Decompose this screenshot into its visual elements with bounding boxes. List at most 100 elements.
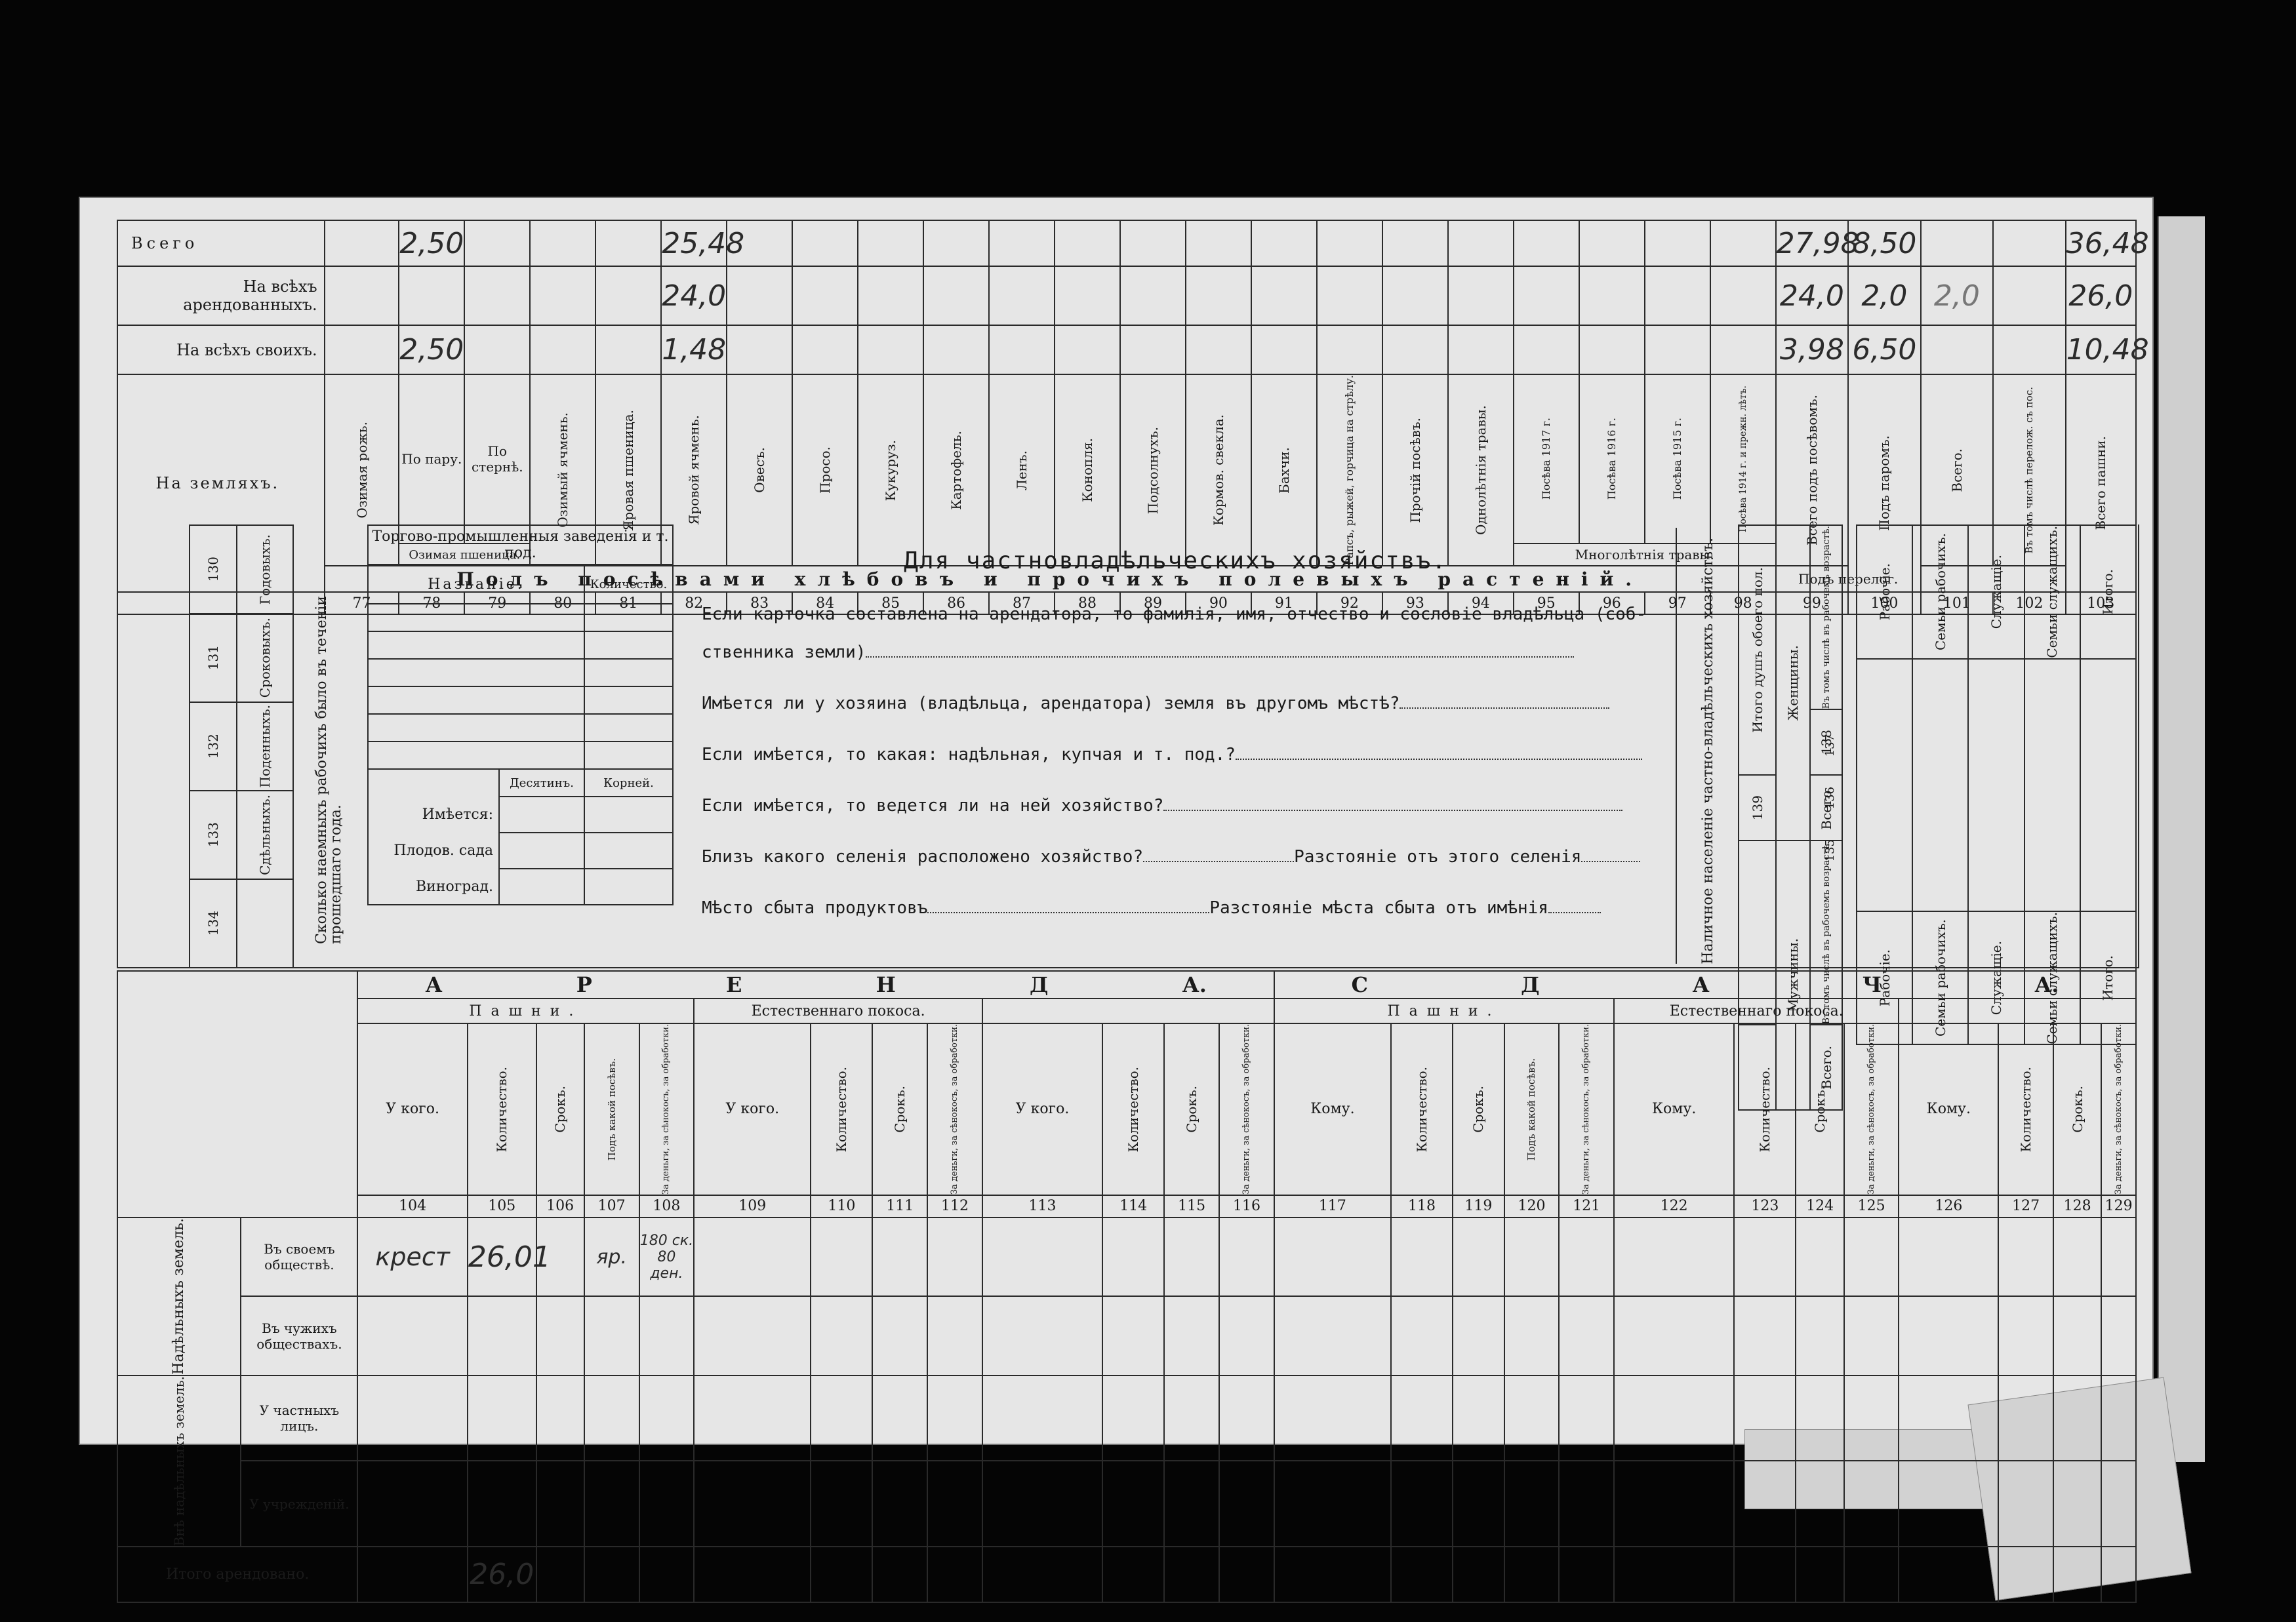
- row-private-persons: У частныхъ лицъ.: [240, 1374, 359, 1462]
- crop-area-table: Всего 2,50 25,48 27,98 8,50 36,48 На всѣ…: [117, 220, 2149, 616]
- pop-num-136: 136: [1823, 787, 1837, 810]
- desyatin-header: Десятинъ.: [498, 768, 585, 797]
- cell-103-rented: 26,0: [2064, 266, 2137, 326]
- column-number: 96: [1578, 591, 1645, 616]
- hired-types-table: 130 Годовыхъ. 131 Сроковыхъ. 132 Поденны…: [189, 524, 294, 968]
- col-qty-114: Количество.: [1125, 1066, 1142, 1153]
- header-winter-rye: Озимая рожь.: [353, 422, 370, 519]
- col-term-119: Срокъ.: [1470, 1086, 1487, 1133]
- trade-establishments-table: Торгово-промышленныя заведенiя и т. под.…: [367, 524, 674, 905]
- col-crop-107: Подъ какой посѣвъ.: [605, 1058, 618, 1161]
- row-label-own: На всѣхъ своихъ.: [117, 325, 325, 375]
- hired-label-annual: Годовыхъ.: [257, 534, 273, 605]
- cell-78-total: 2,50: [398, 220, 466, 267]
- hired-label-term: Сроковыхъ.: [257, 618, 273, 698]
- header-fallow: По пару.: [398, 373, 466, 545]
- col-qty-118: Количество.: [1413, 1066, 1430, 1153]
- col-pay-125: За деньги, за сѣнокосъ, за обработки.: [1866, 1024, 1876, 1195]
- lease-column-number: 112: [927, 1194, 983, 1218]
- col-qty-123: Количество.: [1757, 1066, 1773, 1153]
- arenda-pokos: Естественнаго покоса.: [693, 998, 983, 1024]
- header-spring-barley: Яровой ячмень.: [686, 415, 702, 526]
- pop-total-label: Итого душъ обоего пол.: [1749, 567, 1765, 733]
- staff-top-workers: Рабочiе.: [1876, 563, 1893, 621]
- cell-78-own: 2,50: [398, 325, 466, 375]
- lease-column-number: 104: [357, 1194, 468, 1218]
- cell-99-rented: 24,0: [1775, 266, 1849, 326]
- lease-column-number: 109: [693, 1194, 812, 1218]
- col-pay-108: За деньги, за сѣнокосъ, за обработки.: [661, 1024, 672, 1195]
- lease-column-number: 124: [1795, 1194, 1845, 1218]
- column-number: 90: [1184, 591, 1252, 616]
- col-komu-1: Кому.: [1273, 1023, 1392, 1196]
- lease-column-number: 117: [1273, 1194, 1392, 1218]
- cell-82-own: 1,48: [660, 325, 728, 375]
- col-pay-112: За деньги, за сѣнокосъ, за обработки.: [950, 1024, 960, 1195]
- hired-label-daily: Поденныхъ.: [257, 705, 273, 788]
- staff-top-employee-families: Семьи служащихъ.: [2044, 526, 2061, 658]
- lease-column-number: 118: [1390, 1194, 1454, 1218]
- trade-title: Торгово-промышленныя заведенiя и т. под.: [367, 524, 674, 565]
- lease-column-number: 111: [872, 1194, 929, 1218]
- lease-column-number: 106: [535, 1194, 585, 1218]
- lease-column-number: 121: [1558, 1194, 1615, 1218]
- hired-num-131: 131: [205, 645, 221, 671]
- cell-103-own: 10,48: [2064, 325, 2149, 375]
- hired-label-piece: Сдѣльныхъ.: [257, 795, 273, 875]
- col-komu-3: Кому.: [1898, 1023, 2000, 1196]
- header-perennial-grasses: Многолѣтнiя травы.: [1512, 543, 1777, 567]
- header-hemp: Конопля.: [1079, 438, 1095, 503]
- group-nadel: Надѣльныхъ земель.: [116, 1216, 242, 1376]
- column-number: 86: [923, 591, 990, 616]
- col-qty-127: Количество.: [2018, 1066, 2034, 1153]
- col-term-124: Срокъ.: [1812, 1086, 1828, 1133]
- col-komu-2: Кому.: [1613, 1023, 1735, 1196]
- group-vne-nadel: Внѣ надѣльныхъ земель.: [116, 1374, 242, 1548]
- row-label-total: Всего: [117, 220, 325, 267]
- cell-82-rented: 24,0: [660, 266, 728, 326]
- header-under-fallow: Подъ паромъ.: [1876, 435, 1893, 531]
- header-spring-wheat: Яровая пшеница.: [620, 409, 637, 531]
- staff-top-total: Итого.: [2100, 569, 2116, 615]
- question-other-land: Имѣется ли у хозяина (владѣльца, арендат…: [702, 678, 1676, 729]
- col-term-111: Срокъ.: [892, 1086, 908, 1133]
- orchard-label: Плодов. сада: [367, 833, 500, 869]
- header-winter-barley: Озимый ячмень.: [555, 412, 571, 528]
- lease-column-number: 105: [466, 1194, 537, 1218]
- col-pay-116: За деньги, за сѣнокосъ, за обработки.: [1241, 1024, 1251, 1195]
- column-number: 85: [857, 591, 925, 616]
- col-term-115: Срокъ.: [1184, 1086, 1200, 1133]
- col-pay-129: За деньги, за сѣнокосъ, за обработки.: [2113, 1024, 2124, 1195]
- cell-105-own: 26,01: [466, 1216, 551, 1297]
- lease-column-number: 122: [1613, 1194, 1735, 1218]
- header-fodder-beet: Кормов. свекла.: [1210, 414, 1226, 526]
- col-crop-120: Подъ какой посѣвъ.: [1525, 1058, 1538, 1161]
- column-number: 89: [1119, 591, 1186, 616]
- header-sown-1914: Посѣва 1914 г. и прежн. лѣтъ.: [1737, 386, 1748, 532]
- cell-104-own: крест: [357, 1216, 468, 1297]
- col-term-128: Срокъ.: [2069, 1086, 2085, 1133]
- pop-num-135: 135: [1823, 839, 1837, 862]
- staff-table: Рабочiе. Семьи рабочихъ. Служащiе. Семьи…: [1855, 524, 2137, 1046]
- header-oats: Овесъ.: [752, 447, 768, 494]
- lease-column-number: 110: [810, 1194, 874, 1218]
- vineyard-label: Виноград.: [367, 869, 500, 905]
- trade-name-header: Названiе.: [367, 564, 585, 604]
- sdacha-pokos: Естественнаго покоса.: [1613, 998, 1900, 1024]
- cell-99-own: 3,98: [1775, 325, 1849, 375]
- middle-section: [117, 524, 2139, 968]
- question-farming: Если имѣется, то ведется ли на ней хозяй…: [702, 780, 1676, 831]
- header-millet: Просо.: [817, 446, 834, 494]
- col-u-kogo-2: У кого.: [693, 1023, 812, 1196]
- column-number: 84: [792, 591, 859, 616]
- arenda-heading: А Р Е Н Д А.: [357, 970, 1275, 999]
- cell-108-own: 180 ск. 80 ден.: [638, 1216, 695, 1297]
- lease-column-number: 127: [1998, 1194, 2054, 1218]
- lease-column-number: 119: [1452, 1194, 1505, 1218]
- header-total-sown: Всего подъ посѣвомъ.: [1803, 395, 1820, 546]
- private-farm-title: Для частновладѣльческихъ хозяйствъ.: [904, 547, 1447, 574]
- header-sown-1917: Посѣва 1917 г.: [1539, 418, 1552, 500]
- header-flax: Ленъ.: [1014, 450, 1030, 490]
- question-owner: Если карточка составлена на арендатора, …: [702, 604, 1647, 624]
